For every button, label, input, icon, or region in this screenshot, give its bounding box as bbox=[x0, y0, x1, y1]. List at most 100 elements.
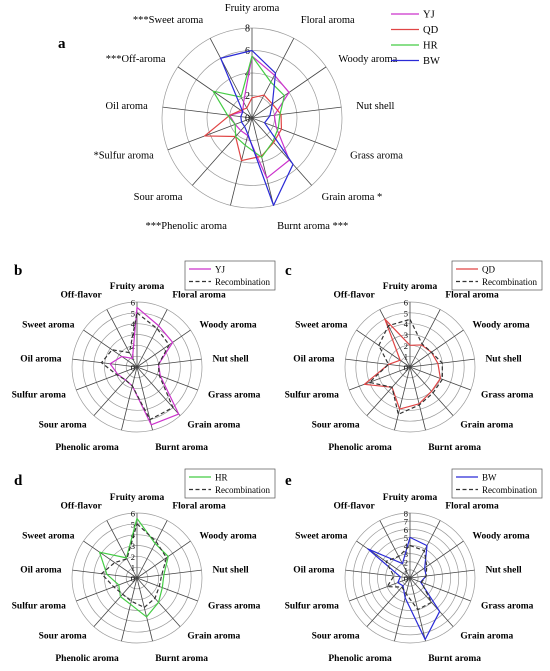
tick-label-4: 4 bbox=[404, 541, 409, 551]
legend-label-yj: YJ bbox=[215, 265, 225, 275]
tick-label-2: 2 bbox=[131, 552, 135, 562]
category-label-burnt-aroma: Burnt aroma bbox=[155, 443, 208, 453]
series-line-hr bbox=[98, 517, 169, 618]
category-label-phenolic-aroma: Phenolic aroma bbox=[55, 443, 119, 453]
axis-spoke-sour-aroma bbox=[192, 117, 253, 186]
category-label-sweet-aroma: Sweet aroma bbox=[295, 320, 348, 330]
axis-spoke-sulfur-aroma bbox=[167, 117, 253, 151]
tick-label-1: 1 bbox=[404, 565, 408, 575]
axis-spoke-woody-aroma bbox=[136, 540, 191, 579]
category-label-fruity-aroma: Fruity aroma bbox=[383, 282, 438, 292]
panel-label-d: d bbox=[14, 473, 23, 489]
axis-spoke-sour-aroma bbox=[93, 577, 138, 627]
category-label-nut-shell: Nut shell bbox=[485, 354, 522, 364]
series-line-recombination bbox=[100, 312, 174, 421]
axis-spoke-oil-aroma bbox=[345, 358, 411, 368]
tick-label-1: 1 bbox=[131, 563, 135, 573]
axis-spoke-sour-aroma bbox=[366, 366, 411, 416]
legend-label-bw: BW bbox=[482, 473, 497, 483]
axis-spoke-oil-aroma bbox=[72, 569, 138, 579]
axis-spoke-nut-shell bbox=[251, 106, 342, 119]
category-label-grass-aroma: Grass aroma bbox=[481, 390, 534, 400]
category-label-sulfur-aroma: Sulfur aroma bbox=[285, 601, 340, 611]
axis-spoke-phenolic-aroma bbox=[394, 366, 411, 431]
series-line-bw bbox=[367, 536, 441, 641]
series-line-qd bbox=[363, 318, 441, 410]
category-label-woody-aroma: Woody aroma bbox=[200, 320, 257, 330]
category-label-woody-aroma: Woody aroma bbox=[200, 531, 257, 541]
category-label-off-flavor: Off-flavor bbox=[334, 502, 376, 512]
category-label-grain-aroma: Grain aroma bbox=[460, 420, 513, 430]
axis-spoke-floral-aroma bbox=[251, 38, 295, 119]
category-label-sulfur-aroma: Sulfur aroma bbox=[12, 601, 67, 611]
category-label-oil-aroma: Oil aroma bbox=[293, 354, 335, 364]
axis-spoke-woody-aroma bbox=[409, 540, 464, 579]
category-label-grain-aroma: Grain aroma bbox=[187, 631, 240, 641]
tick-label-2: 2 bbox=[404, 341, 408, 351]
axis-spoke-sweet-aroma bbox=[356, 329, 411, 368]
tick-label-2: 2 bbox=[131, 341, 135, 351]
category-label-phenolic-aroma: Phenolic aroma bbox=[328, 654, 392, 664]
panel-label-a: a bbox=[58, 36, 66, 52]
tick-label-4: 4 bbox=[131, 319, 136, 329]
panel-label-c: c bbox=[285, 263, 292, 279]
category-label-sour-aroma: Sour aroma bbox=[39, 420, 87, 430]
axis-spoke-oil-aroma bbox=[345, 569, 411, 579]
axis-spoke-nut-shell bbox=[136, 569, 202, 579]
axis-spoke-oil-aroma bbox=[72, 358, 138, 368]
axis-spoke-sulfur-aroma bbox=[76, 366, 138, 391]
category-label-burnt-aroma: Burnt aroma bbox=[428, 443, 481, 453]
legend-box bbox=[451, 260, 543, 291]
axis-spoke-phenolic-aroma bbox=[121, 577, 138, 642]
category-label-sour-aroma: Sour aroma bbox=[39, 631, 87, 641]
axis-spoke-sulfur-aroma bbox=[76, 577, 138, 602]
tick-label-5: 5 bbox=[404, 533, 408, 543]
axis-spoke-grass-aroma bbox=[409, 577, 471, 602]
tick-label-2: 2 bbox=[245, 91, 250, 102]
tick-label-3: 3 bbox=[404, 330, 408, 340]
tick-label-4: 4 bbox=[404, 319, 409, 329]
series-line-recombination bbox=[100, 523, 168, 609]
legend-label-bw: BW bbox=[423, 56, 440, 67]
category-label-off-flavor: Off-flavor bbox=[334, 291, 376, 301]
axis-spoke-grain-aroma bbox=[251, 117, 312, 186]
category-label-fruity-aroma: Fruity aroma bbox=[383, 493, 438, 503]
category-label-sulfur-aroma: Sulfur aroma bbox=[285, 390, 340, 400]
axis-spoke-off-flavor bbox=[379, 520, 411, 579]
category-label-phenolic-aroma: Phenolic aroma bbox=[55, 654, 119, 664]
axis-spoke-woody-aroma bbox=[136, 329, 191, 368]
legend-box bbox=[184, 260, 276, 291]
legend-label-qd: QD bbox=[482, 265, 495, 275]
tick-label-0: 0 bbox=[131, 574, 135, 584]
axis-spoke-burnt-aroma bbox=[136, 577, 153, 642]
tick-label-6: 6 bbox=[131, 509, 135, 519]
category-label-oil-aroma: Oil aroma bbox=[20, 565, 62, 575]
axis-spoke-phenolic-aroma bbox=[230, 117, 253, 206]
category-label-grain-aroma: Grain aroma bbox=[187, 420, 240, 430]
tick-label-0: 0 bbox=[404, 574, 408, 584]
axis-spoke-floral-aroma bbox=[136, 309, 168, 368]
axis-spoke-sweet-aroma bbox=[356, 540, 411, 579]
category-label-grass-aroma: Grass aroma bbox=[208, 390, 261, 400]
category-label-fruity-aroma: Fruity aroma bbox=[110, 282, 165, 292]
axis-spoke-grass-aroma bbox=[251, 117, 337, 151]
category-label-phenolic-aroma: Phenolic aroma bbox=[328, 443, 392, 453]
series-line-bw bbox=[220, 49, 294, 206]
axis-spoke-grass-aroma bbox=[136, 366, 198, 391]
category-label-off-flavor: Off-flavor bbox=[61, 502, 103, 512]
axis-spoke-sulfur-aroma bbox=[349, 577, 411, 602]
category-label-nut-shell: Nut shell bbox=[356, 101, 394, 112]
axis-spoke-woody-aroma bbox=[409, 329, 464, 368]
category-label-nut-shell: Nut shell bbox=[212, 354, 249, 364]
tick-label-5: 5 bbox=[131, 519, 135, 529]
series-line-yj bbox=[109, 306, 180, 426]
tick-label-6: 6 bbox=[131, 298, 135, 308]
panel-label-b: b bbox=[14, 263, 22, 279]
category-label-off-flavor: Off-flavor bbox=[61, 291, 103, 301]
